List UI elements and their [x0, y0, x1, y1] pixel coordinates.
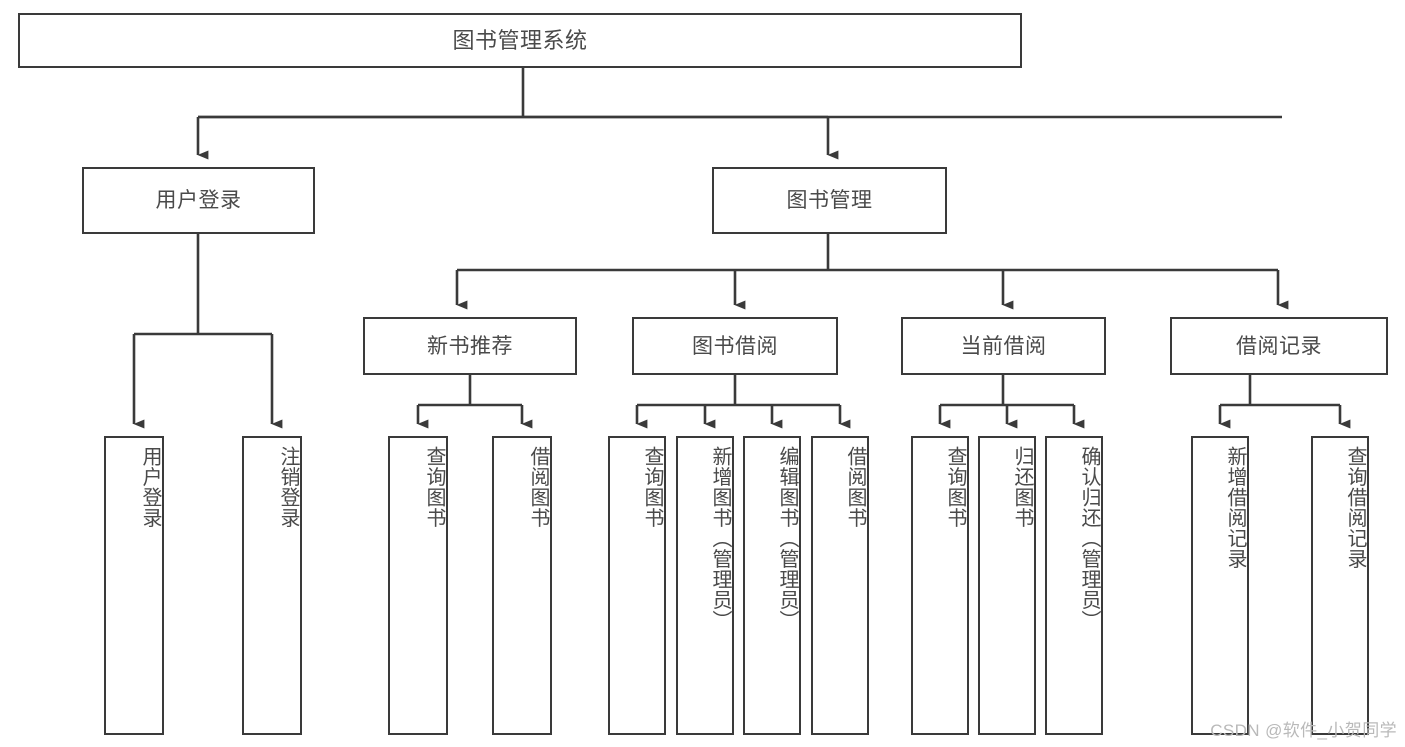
- leaf-label: 查询借阅记录: [1344, 446, 1366, 569]
- leaf-borrow-query-book[interactable]: 查询图书: [608, 436, 666, 735]
- leaf-borrow-borrow-book[interactable]: 借阅图书: [811, 436, 869, 735]
- leaf-label: 注销登录: [277, 446, 299, 528]
- csdn-watermark: CSDN @软件_小贺同学: [1210, 721, 1397, 740]
- leaf-record-add[interactable]: 新增借阅记录: [1191, 436, 1249, 735]
- node-borrow-record[interactable]: 借阅记录: [1170, 317, 1388, 375]
- node-user-login[interactable]: 用户登录: [82, 167, 315, 234]
- leaf-borrow-edit-book-admin[interactable]: 编辑图书（管理员）: [743, 436, 801, 735]
- leaf-label: 确认归还（管理员）: [1078, 446, 1100, 631]
- leaf-label: 查询图书: [423, 446, 445, 528]
- node-root-system[interactable]: 图书管理系统: [18, 13, 1022, 68]
- node-user-login-label: 用户登录: [155, 189, 242, 212]
- leaf-label: 查询图书: [944, 446, 966, 528]
- node-book-borrow[interactable]: 图书借阅: [632, 317, 838, 375]
- leaf-label: 新增图书（管理员）: [709, 446, 731, 631]
- leaf-current-confirm-return-admin[interactable]: 确认归还（管理员）: [1045, 436, 1103, 735]
- leaf-label: 归还图书: [1011, 446, 1033, 528]
- node-current-borrow-label: 当前借阅: [960, 334, 1047, 358]
- leaf-record-query[interactable]: 查询借阅记录: [1311, 436, 1369, 735]
- leaf-new-book-borrow[interactable]: 借阅图书: [492, 436, 552, 735]
- leaf-user-login-signout[interactable]: 注销登录: [242, 436, 302, 735]
- node-book-borrow-label: 图书借阅: [692, 334, 778, 358]
- node-new-book-recommend-label: 新书推荐: [427, 334, 513, 358]
- node-book-management[interactable]: 图书管理: [712, 167, 947, 234]
- leaf-new-book-query[interactable]: 查询图书: [388, 436, 448, 735]
- leaf-borrow-add-book-admin[interactable]: 新增图书（管理员）: [676, 436, 734, 735]
- node-book-management-label: 图书管理: [786, 189, 873, 212]
- leaf-label: 查询图书: [641, 446, 663, 528]
- node-borrow-record-label: 借阅记录: [1236, 334, 1322, 358]
- node-root-label: 图书管理系统: [452, 27, 588, 53]
- leaf-label: 借阅图书: [844, 446, 866, 528]
- leaf-current-query-book[interactable]: 查询图书: [911, 436, 969, 735]
- leaf-label: 借阅图书: [527, 446, 549, 528]
- leaf-label: 新增借阅记录: [1224, 446, 1246, 569]
- leaf-label: 编辑图书（管理员）: [776, 446, 798, 631]
- node-new-book-recommend[interactable]: 新书推荐: [363, 317, 577, 375]
- leaf-label: 用户登录: [139, 446, 161, 528]
- leaf-current-return-book[interactable]: 归还图书: [978, 436, 1036, 735]
- leaf-user-login-signin[interactable]: 用户登录: [104, 436, 164, 735]
- node-current-borrow[interactable]: 当前借阅: [901, 317, 1106, 375]
